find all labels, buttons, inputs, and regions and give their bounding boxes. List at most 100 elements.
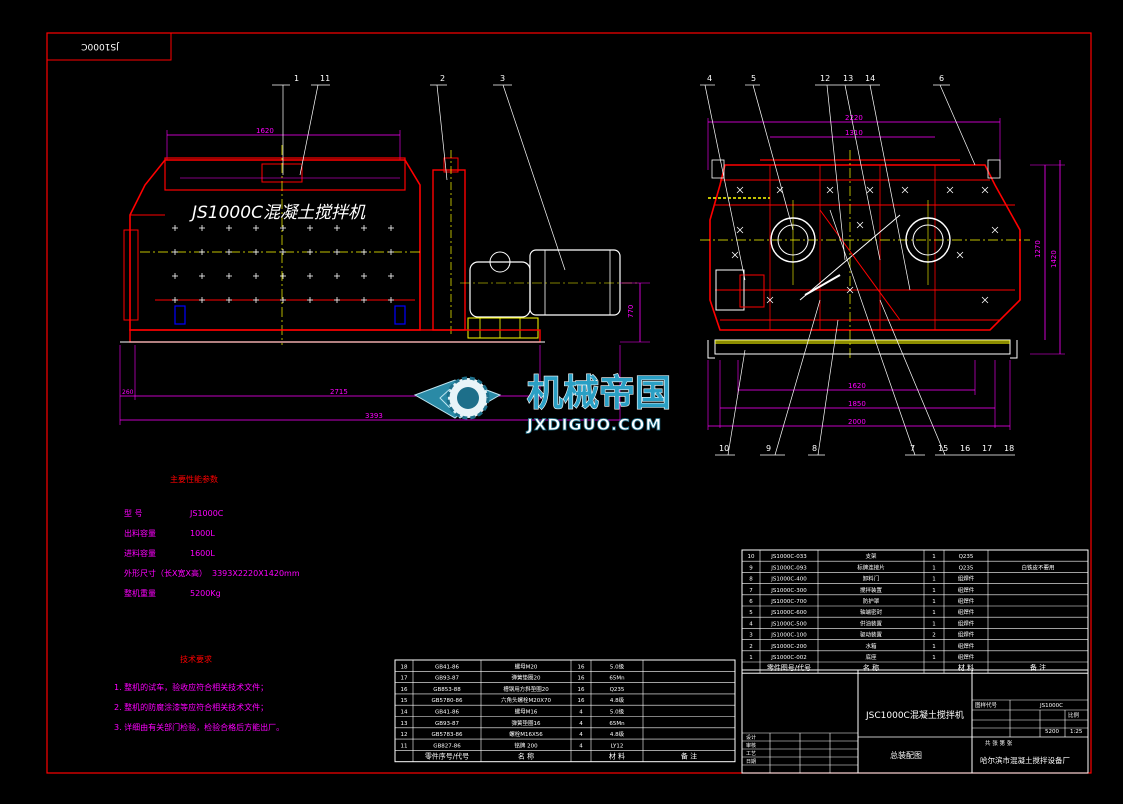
front-dim-left: 260 bbox=[122, 389, 134, 396]
mixer-top-cover bbox=[164, 157, 406, 191]
balloon-10: 10 bbox=[719, 444, 729, 453]
front-dim-bottom2: 3393 bbox=[365, 412, 383, 420]
title-block-scale-label: 比例 bbox=[1068, 711, 1080, 719]
spec-label: 型 号 bbox=[124, 509, 143, 518]
parts-header-cell: 名 称 bbox=[518, 752, 534, 761]
parts-cell: JS1000C-600 bbox=[770, 610, 807, 616]
parts-cell: 组焊件 bbox=[958, 597, 975, 605]
parts-cell: 支架 bbox=[865, 552, 877, 560]
parts-cell: Q235 bbox=[959, 565, 974, 571]
parts-cell: 10 bbox=[748, 554, 755, 560]
balloon-5: 5 bbox=[751, 74, 756, 83]
parts-cell: JS1000C-500 bbox=[770, 621, 807, 627]
spec-value: 5200Kg bbox=[190, 589, 221, 598]
spec-value: 1600L bbox=[190, 549, 215, 558]
spec-value: 1000L bbox=[190, 529, 215, 538]
parts-cell: 16 bbox=[578, 676, 585, 682]
parts-header-cell: 名 称 bbox=[863, 663, 879, 672]
watermark: 机械帝国 JXDIGUO.COM bbox=[413, 372, 672, 434]
drawing-number: JS1000C bbox=[81, 41, 120, 51]
parts-cell: 16 bbox=[578, 664, 585, 670]
parts-cell: 供油装置 bbox=[860, 619, 883, 627]
parts-cell: 防护罩 bbox=[863, 597, 880, 605]
parts-cell: 3 bbox=[749, 633, 753, 639]
parts-cell: 铭牌 200 bbox=[514, 741, 538, 749]
parts-cell: 5.0级 bbox=[610, 662, 625, 670]
parts-cell: 六角头螺栓M20X70 bbox=[501, 696, 552, 704]
parts-cell: 1 bbox=[932, 577, 936, 583]
parts-cell: 5 bbox=[749, 610, 753, 616]
title-block: JSC1000C混凝土搅拌机 总装配图 哈尔滨市混凝土搅拌设备厂 图样代号 JS… bbox=[741, 669, 1089, 774]
parts-cell: 1 bbox=[932, 554, 936, 560]
watermark-site: JXDIGUO.COM bbox=[526, 415, 662, 434]
parts-cell: 1 bbox=[932, 610, 936, 616]
parts-cell: 弹簧垫圈16 bbox=[512, 719, 541, 727]
parts-cell: 组焊件 bbox=[958, 642, 975, 650]
parts-cell: 组焊件 bbox=[958, 586, 975, 594]
parts-cell: JS1000C-300 bbox=[770, 588, 807, 594]
title-block-code-label: 图样代号 bbox=[975, 701, 998, 709]
parts-cell: Q235 bbox=[959, 554, 974, 560]
parts-cell: 65Mn bbox=[609, 676, 625, 682]
water-tank bbox=[432, 169, 466, 331]
shaft-right bbox=[905, 217, 951, 263]
machine-title: JS1000C混凝土搅拌机 bbox=[189, 203, 366, 223]
spec-label: 整机重量 bbox=[124, 588, 156, 598]
parts-cell: 8 bbox=[749, 577, 753, 583]
parts-cell: 4 bbox=[579, 721, 583, 727]
parts-cell: 4.8级 bbox=[610, 730, 625, 738]
parts-cell: 组焊件 bbox=[958, 653, 975, 661]
title-block-sheet: 共 张 第 张 bbox=[985, 739, 1013, 747]
side-body bbox=[709, 164, 1021, 331]
balloon-18: 18 bbox=[1004, 444, 1014, 453]
front-view: 1620 JS1000C混凝土搅拌机 bbox=[119, 74, 650, 425]
shaft-left bbox=[770, 217, 816, 263]
spec-label: 进料容量 bbox=[124, 548, 156, 558]
parts-cell: GB41-86 bbox=[435, 710, 460, 716]
parts-cell: JS1000C-100 bbox=[770, 633, 807, 639]
mixer-body bbox=[129, 159, 421, 331]
parts-cell: 底座 bbox=[865, 653, 877, 661]
outer-frame bbox=[46, 32, 1092, 774]
parts-cell: 白铁皮不要用 bbox=[1021, 563, 1054, 571]
spec-value: 3393X2220X1420mm bbox=[212, 569, 300, 578]
balloon-7: 7 bbox=[910, 444, 915, 453]
parts-cell: 组焊件 bbox=[958, 631, 975, 639]
title-block-process: 工艺 bbox=[746, 751, 756, 757]
parts-header-cell: 材 料 bbox=[958, 663, 974, 672]
parts-cell: GB93-87 bbox=[435, 721, 460, 727]
parts-cell: GB5783-86 bbox=[431, 732, 463, 738]
parts-cell: 4 bbox=[579, 710, 583, 716]
drawing-number-box bbox=[46, 32, 172, 61]
parts-cell: LY12 bbox=[611, 743, 624, 749]
parts-cell: GB41-86 bbox=[435, 664, 460, 670]
parts-cell: 7 bbox=[749, 588, 753, 594]
side-dim-right2: 1420 bbox=[1050, 250, 1058, 268]
parts-cell: 1 bbox=[932, 599, 936, 605]
parts-cell: 1 bbox=[749, 655, 753, 661]
parts-header-cell: 备 注 bbox=[681, 752, 697, 761]
parts-cell: 弹簧垫圈20 bbox=[512, 674, 541, 682]
parts-cell: JS1000C-400 bbox=[770, 577, 807, 583]
balloon-11: 11 bbox=[320, 74, 330, 83]
parts-cell: 5.0级 bbox=[610, 708, 625, 716]
balloon-3: 3 bbox=[500, 74, 505, 83]
balloon-12: 12 bbox=[820, 74, 830, 83]
balloon-4: 4 bbox=[707, 74, 712, 83]
parts-cell: 65Mn bbox=[609, 721, 625, 727]
parts-cell: 组焊件 bbox=[958, 575, 975, 583]
title-block-weight: 5200 bbox=[1045, 729, 1059, 735]
title-block-date: 日期 bbox=[746, 759, 756, 765]
specs-heading: 主要性能参数 bbox=[170, 474, 218, 484]
parts-cell: 螺母M16 bbox=[515, 708, 538, 716]
parts-cell: 4 bbox=[579, 732, 583, 738]
side-dim-top2: 1310 bbox=[845, 129, 863, 137]
parts-cell: 搅拌装置 bbox=[860, 586, 883, 594]
balloon-2: 2 bbox=[440, 74, 445, 83]
parts-cell: 组焊件 bbox=[958, 608, 975, 616]
title-block-type: 总装配图 bbox=[890, 750, 922, 760]
parts-cell: GB827-86 bbox=[433, 743, 461, 749]
spec-label: 外形尺寸（长X宽X高） bbox=[124, 568, 207, 578]
